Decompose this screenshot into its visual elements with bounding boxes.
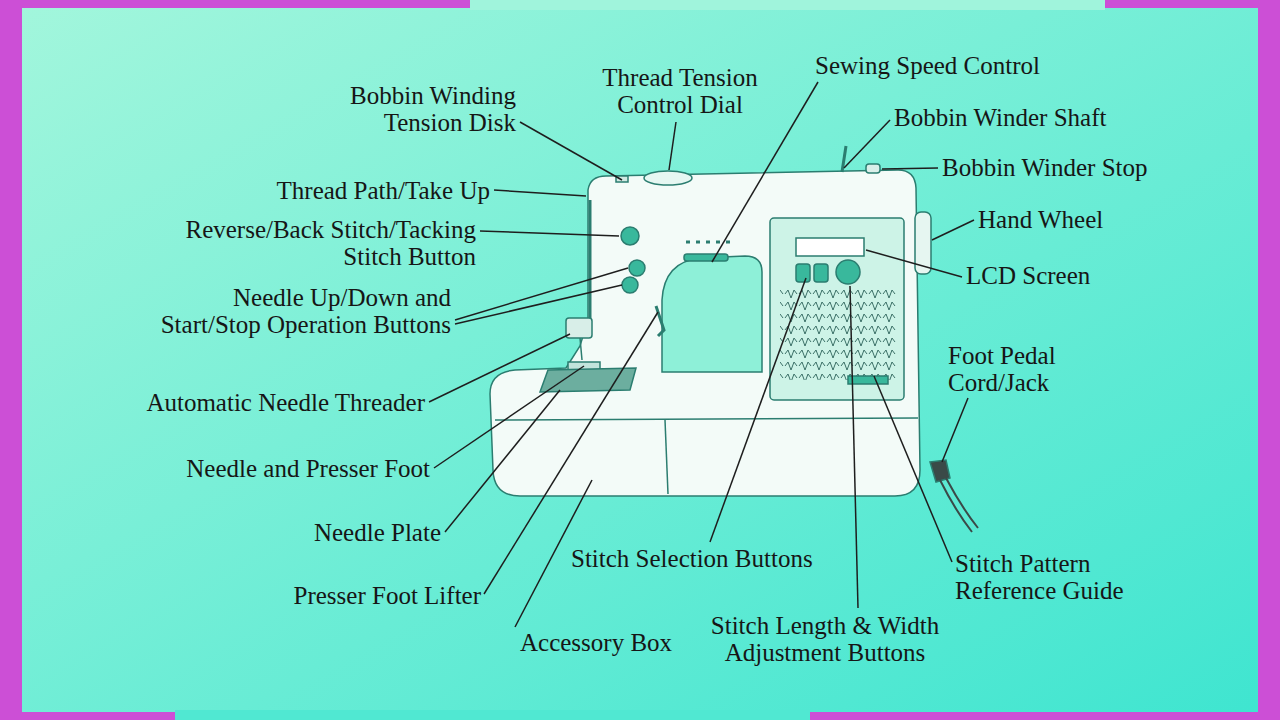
label-holder: Thread Tension Control Dial — [585, 64, 775, 118]
pedal-cord — [940, 478, 978, 532]
needle-button — [629, 260, 645, 276]
leader-line — [494, 190, 586, 196]
base-edge — [495, 418, 918, 420]
leader-line — [669, 122, 676, 170]
part-label: LCD Screen — [966, 262, 1090, 289]
label-holder: Hand Wheel — [978, 206, 1103, 233]
label-holder: Foot Pedal Cord/Jack — [948, 342, 1088, 396]
adjust-dial — [836, 260, 860, 284]
background-top — [470, 0, 1105, 10]
label-holder: Stitch Selection Buttons — [571, 545, 813, 572]
stitch-button — [796, 264, 810, 282]
background-bottom — [175, 710, 810, 720]
part-label: Presser Foot Lifter — [294, 582, 481, 609]
part-label: Automatic Needle Threader — [146, 389, 425, 416]
stitch-button — [814, 264, 828, 282]
leader-line — [480, 231, 619, 236]
part-label: Accessory Box — [520, 629, 672, 656]
leader-line — [455, 285, 622, 324]
length-width-buttons — [848, 376, 888, 384]
label-holder: Needle Up/Down and Start/Stop Operation … — [143, 284, 451, 338]
leader-line — [710, 278, 806, 542]
machine-body — [490, 170, 920, 496]
part-label: Stitch Length & Width Adjustment Buttons — [695, 612, 955, 666]
part-label: Needle Plate — [314, 519, 441, 546]
part-label: Stitch Pattern Reference Guide — [955, 550, 1155, 604]
leader-line — [874, 376, 952, 562]
part-label: Reverse/Back Stitch/Tacking Stitch Butto… — [141, 216, 476, 270]
leader-line — [932, 220, 974, 240]
tension-dial — [644, 171, 692, 185]
part-label: Stitch Selection Buttons — [571, 545, 813, 572]
leader-line — [866, 250, 962, 277]
winder-shaft — [842, 146, 846, 172]
leader-line — [882, 168, 938, 169]
part-label: Bobbin Winder Shaft — [894, 104, 1106, 131]
needle-threader — [566, 318, 592, 338]
label-holder: Bobbin Winder Shaft — [894, 104, 1106, 131]
winder-stop — [866, 164, 880, 173]
part-label: Hand Wheel — [978, 206, 1103, 233]
label-holder: Bobbin Winding Tension Disk — [316, 82, 516, 136]
leader-line — [429, 334, 570, 402]
part-label: Thread Tension Control Dial — [585, 64, 775, 118]
label-holder: Automatic Needle Threader — [146, 389, 425, 416]
reverse-button — [621, 227, 639, 245]
part-label: Bobbin Winder Stop — [942, 154, 1147, 181]
leader-line — [942, 398, 968, 462]
label-holder: Presser Foot Lifter — [294, 582, 481, 609]
label-holder: Accessory Box — [520, 629, 672, 656]
label-holder: Thread Path/Take Up — [277, 177, 490, 204]
leader-lines — [429, 82, 974, 627]
label-holder: LCD Screen — [966, 262, 1090, 289]
part-label: Needle Up/Down and Start/Stop Operation … — [143, 284, 451, 338]
leader-line — [455, 268, 628, 320]
label-holder: Stitch Pattern Reference Guide — [955, 550, 1155, 604]
control-panel — [770, 218, 904, 400]
label-holder: Stitch Length & Width Adjustment Buttons — [695, 612, 955, 666]
label-holder: Bobbin Winder Stop — [942, 154, 1147, 181]
part-label: Needle and Presser Foot — [186, 455, 430, 482]
label-holder: Needle Plate — [314, 519, 441, 546]
leader-line — [445, 390, 560, 532]
leader-line — [850, 286, 858, 608]
leader-line — [520, 122, 622, 180]
leader-line — [844, 120, 890, 168]
lcd-screen — [796, 238, 864, 256]
part-label: Foot Pedal Cord/Jack — [948, 342, 1088, 396]
label-holder: Needle and Presser Foot — [186, 455, 430, 482]
thread-path — [589, 200, 592, 318]
start-button — [622, 277, 638, 293]
background — [22, 8, 1258, 712]
accessory-box-seam — [665, 420, 668, 494]
part-label: Sewing Speed Control — [815, 52, 1040, 79]
part-label: Thread Path/Take Up — [277, 177, 490, 204]
label-holder: Reverse/Back Stitch/Tacking Stitch Butto… — [141, 216, 476, 270]
foot-lifter — [656, 306, 664, 336]
label-holder: Sewing Speed Control — [815, 52, 1040, 79]
speed-slider — [684, 254, 728, 261]
arm-opening — [662, 256, 762, 372]
part-label: Bobbin Winding Tension Disk — [316, 82, 516, 136]
